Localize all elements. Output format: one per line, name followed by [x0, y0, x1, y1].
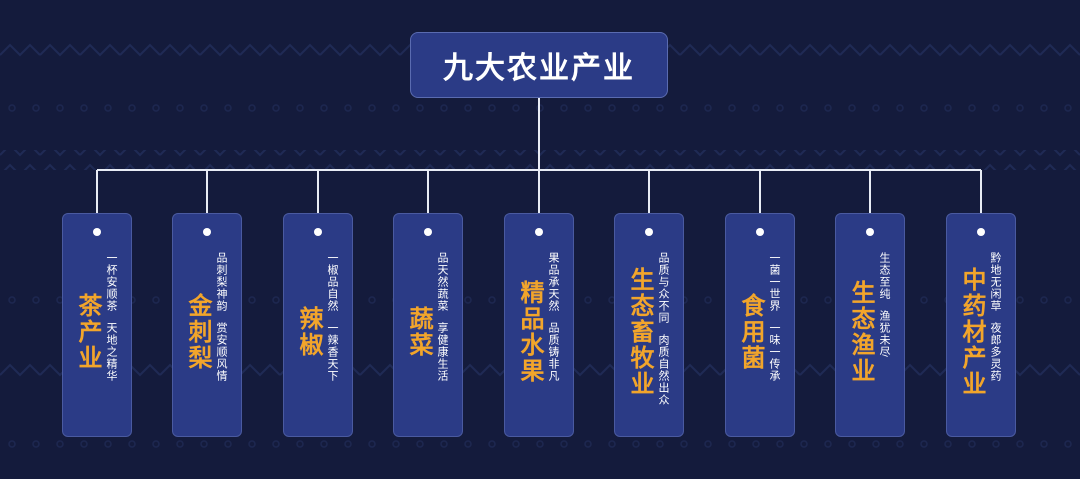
industry-slogan: 果品承天然品质铸非凡: [546, 252, 561, 412]
root-title: 九大农业产业: [443, 51, 635, 86]
card-hole: [93, 228, 101, 236]
slogan-line-2: 品质铸非凡: [547, 322, 560, 382]
industry-slogan: 一杯安顺茶天地之精华: [104, 252, 119, 412]
industry-card-fishery: 生态至纯渔犹未尽生态渔业: [835, 213, 905, 437]
industry-slogan: 生态至纯渔犹未尽: [877, 252, 892, 412]
slogan-line-2: 天地之精华: [105, 322, 118, 382]
slogan-line-1: 一椒品自然: [326, 252, 339, 312]
industry-slogan: 品质与众不同肉质自然出众: [656, 252, 671, 412]
industry-name: 辣椒: [295, 306, 323, 358]
industry-card-tea: 一杯安顺茶天地之精华茶产业: [62, 213, 132, 437]
industry-name: 中药材产业: [958, 267, 986, 397]
slogan-line-1: 黔地无闲草: [989, 252, 1002, 312]
slogan-line-2: 渔犹未尽: [878, 310, 891, 358]
industry-slogan: 黔地无闲草夜郎多灵药: [988, 252, 1003, 412]
slogan-line-2: 享健康生活: [436, 322, 449, 382]
slogan-line-1: 一菌一世界: [768, 252, 781, 312]
industry-card-fruit: 果品承天然品质铸非凡精品水果: [504, 213, 574, 437]
industry-name: 精品水果: [516, 280, 544, 384]
industry-name: 金刺梨: [184, 293, 212, 371]
industry-name: 生态渔业: [847, 280, 875, 384]
card-hole: [866, 228, 874, 236]
industry-name: 茶产业: [74, 293, 102, 371]
slogan-line-1: 一杯安顺茶: [105, 252, 118, 312]
card-hole: [535, 228, 543, 236]
industry-card-pepper: 一椒品自然一辣香天下辣椒: [283, 213, 353, 437]
industry-slogan: 一菌一世界一味一传承: [767, 252, 782, 412]
slogan-line-1: 品刺梨神韵: [215, 252, 228, 312]
card-hole: [314, 228, 322, 236]
slogan-line-1: 果品承天然: [547, 252, 560, 312]
slogan-line-2: 夜郎多灵药: [989, 322, 1002, 382]
industry-card-livestock: 品质与众不同肉质自然出众生态畜牧业: [614, 213, 684, 437]
slogan-line-1: 品天然蔬菜: [436, 252, 449, 312]
card-hole: [203, 228, 211, 236]
slogan-line-1: 品质与众不同: [657, 252, 670, 324]
industry-slogan: 一椒品自然一辣香天下: [325, 252, 340, 412]
slogan-line-2: 赏安顺风情: [215, 322, 228, 382]
industry-card-gold-pear: 品刺梨神韵赏安顺风情金刺梨: [172, 213, 242, 437]
card-hole: [977, 228, 985, 236]
slogan-line-2: 肉质自然出众: [657, 334, 670, 406]
slogan-line-1: 生态至纯: [878, 252, 891, 300]
industry-card-vegetables: 品天然蔬菜享健康生活蔬菜: [393, 213, 463, 437]
card-hole: [424, 228, 432, 236]
root-node: 九大农业产业: [410, 32, 668, 98]
slogan-line-2: 一辣香天下: [326, 322, 339, 382]
card-hole: [756, 228, 764, 236]
industry-slogan: 品天然蔬菜享健康生活: [435, 252, 450, 412]
industry-name: 食用菌: [737, 293, 765, 371]
card-hole: [645, 228, 653, 236]
slogan-line-2: 一味一传承: [768, 322, 781, 382]
industry-name: 生态畜牧业: [626, 267, 654, 397]
industry-card-mushroom: 一菌一世界一味一传承食用菌: [725, 213, 795, 437]
industry-slogan: 品刺梨神韵赏安顺风情: [214, 252, 229, 412]
industry-name: 蔬菜: [405, 306, 433, 358]
industry-card-herbs: 黔地无闲草夜郎多灵药中药材产业: [946, 213, 1016, 437]
